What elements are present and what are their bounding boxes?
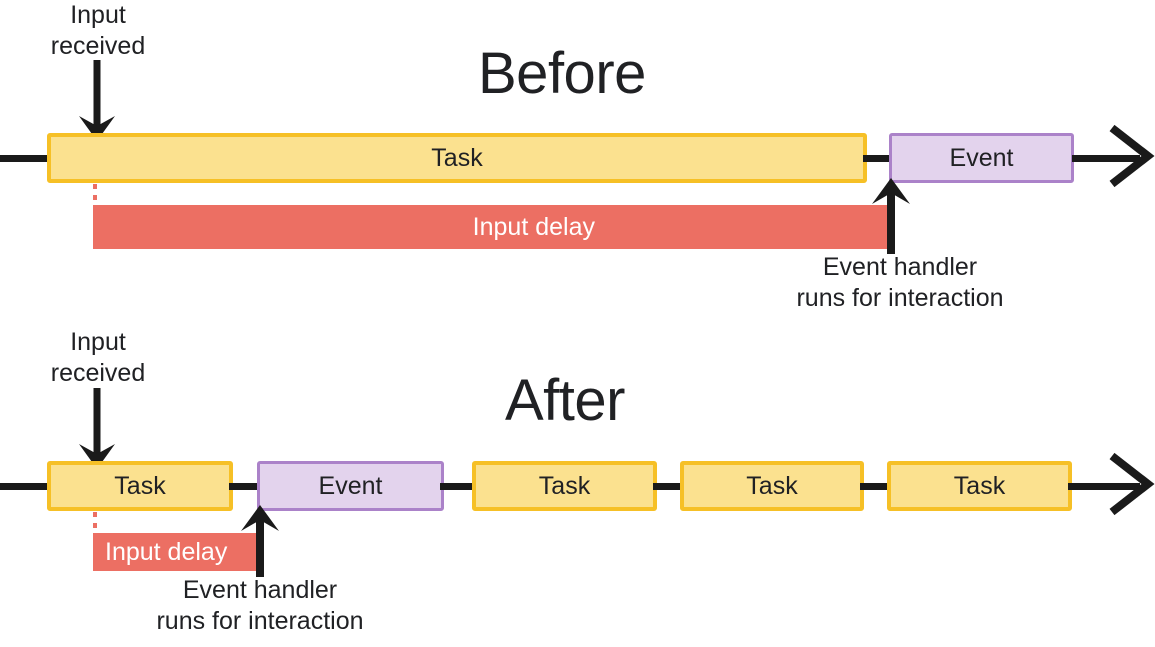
after-event-handler-arrow-icon (241, 505, 279, 577)
before-event-block[interactable]: Event (889, 133, 1074, 183)
before-task-label: Task (431, 143, 483, 172)
after-task-label-2: Task (538, 471, 591, 500)
before-rail-right (1072, 155, 1140, 162)
before-input-received-label: Input received (50, 1, 146, 60)
after-input-arrow-icon (79, 388, 115, 469)
after-task-label-4: Task (953, 471, 1006, 500)
after-rail-left (0, 483, 50, 490)
after-task-label-1: Task (114, 471, 166, 500)
before-input-delay-guide (93, 184, 97, 208)
after-timeline-arrowhead-icon (1109, 452, 1155, 516)
after-rail-2 (440, 483, 476, 490)
before-timeline-arrowhead-icon (1109, 124, 1155, 188)
before-rail-left (0, 155, 50, 162)
after-rail-1 (229, 483, 261, 490)
before-event-handler-arrow-icon (872, 178, 910, 254)
after-task-block-1[interactable]: Task (47, 461, 233, 511)
after-event-label: Event (318, 471, 383, 500)
after-input-delay-guide (93, 512, 97, 534)
before-event-handler-label: Event handler runs for interaction (796, 253, 1004, 312)
after-section-title: After (505, 368, 626, 433)
before-input-arrow-icon (79, 60, 115, 141)
after-event-handler-label: Event handler runs for interaction (156, 576, 364, 635)
before-input-delay-label: Input delay (472, 212, 595, 241)
after-task-block-2[interactable]: Task (472, 461, 657, 511)
before-input-delay-bar: Input delay (93, 205, 893, 249)
before-rail-mid (863, 155, 893, 162)
after-input-delay-bar: Input delay (93, 533, 260, 571)
after-rail-right (1068, 483, 1140, 490)
after-input-delay-label: Input delay (105, 537, 228, 566)
after-rail-4 (860, 483, 891, 490)
after-event-block[interactable]: Event (257, 461, 444, 511)
before-task-block[interactable]: Task (47, 133, 867, 183)
after-task-block-3[interactable]: Task (680, 461, 864, 511)
before-event-label: Event (949, 143, 1014, 172)
after-task-label-3: Task (746, 471, 798, 500)
after-rail-3 (653, 483, 684, 490)
after-input-received-label: Input received (50, 328, 146, 387)
after-task-block-4[interactable]: Task (887, 461, 1072, 511)
before-section-title: Before (478, 41, 646, 106)
